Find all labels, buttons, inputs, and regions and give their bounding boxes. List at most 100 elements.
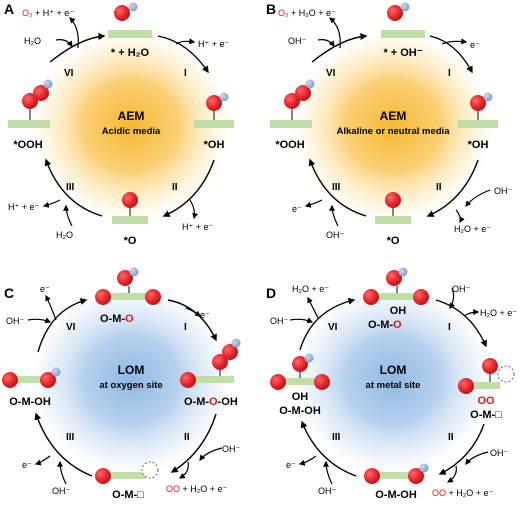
product-arrow	[69, 17, 79, 49]
panel-d: D LOM at metal site OH O-M-O OO O-M-□	[266, 267, 517, 501]
panel-letter: B	[266, 1, 276, 17]
panel-c: C LOM at oxygen site O-M-O O-M-O-OH	[2, 267, 241, 501]
species-bottom: O-M-□	[95, 461, 159, 501]
species-left: O-M-OH	[2, 367, 61, 408]
species-left: OH O-M-OH	[270, 353, 330, 417]
reactant-arrow	[199, 447, 223, 461]
reactant-label: OH⁻	[288, 36, 307, 46]
glow-background	[26, 282, 236, 478]
svg-text:*OH: *OH	[468, 139, 489, 151]
species-label: O-M-O-OH	[184, 396, 238, 408]
product-arrow	[463, 309, 480, 317]
product-label: H⁺ + e⁻	[8, 202, 40, 212]
reactant-arrow	[27, 317, 52, 324]
product-arrow	[34, 455, 51, 466]
mechanism-title: AEM	[380, 109, 407, 123]
product-label: OO + H₂O + e⁻	[432, 488, 494, 498]
product-arrow	[298, 455, 317, 466]
product-arrow	[329, 17, 341, 49]
species-bottom: *O	[375, 192, 411, 247]
product-label: e⁻	[22, 460, 32, 470]
reactant-arrow	[465, 451, 489, 465]
step-label: I	[448, 68, 451, 79]
reactant-arrow	[63, 204, 73, 227]
svg-text:OH: OH	[292, 391, 309, 403]
reactant-label: H₂O	[56, 230, 73, 240]
mechanism-subtitle: at metal site	[366, 380, 421, 391]
mechanism-title: LOM	[380, 363, 407, 377]
glow-background	[288, 26, 498, 226]
species-top: O-M-O	[95, 267, 161, 325]
product-arrow	[185, 307, 201, 317]
product-label: H₂O + e⁻	[292, 284, 329, 294]
reactant-arrow	[323, 460, 333, 485]
product-arrow	[455, 209, 465, 224]
product-label: H₂O + e⁻	[480, 308, 517, 318]
product-arrow	[42, 199, 61, 208]
product-label: O₂ + H₂O + e⁻	[278, 8, 336, 18]
svg-text:*OOH: *OOH	[13, 139, 42, 151]
species-right: OO O-M-□	[458, 358, 515, 421]
species-left: *OOH	[270, 79, 315, 151]
reactant-label: OH⁻	[222, 444, 241, 454]
product-arrow	[304, 199, 323, 208]
svg-text:* + H₂O: * + H₂O	[111, 47, 150, 59]
species-label: O-M-O	[100, 313, 134, 325]
step-label: I	[448, 322, 451, 333]
step-arrow	[157, 35, 209, 74]
step-arrow	[34, 412, 93, 477]
step-arrow	[438, 423, 485, 475]
species-label: O-M-O	[368, 319, 402, 331]
mechanism-subtitle: Acidic media	[102, 126, 161, 137]
product-label: e⁻	[200, 310, 210, 320]
step-label: III	[332, 182, 341, 193]
product-label: e⁻	[470, 40, 480, 50]
product-arrow	[178, 461, 189, 479]
product-label: e⁻	[292, 204, 302, 214]
svg-text:O-M-OH: O-M-OH	[375, 489, 417, 501]
reactant-arrow	[57, 460, 67, 485]
svg-text:O-M-OH: O-M-OH	[279, 405, 321, 417]
product-arrow	[307, 296, 319, 319]
step-label: III	[66, 432, 75, 443]
product-label: OO + H₂O + e⁻	[166, 484, 228, 494]
step-label: VI	[328, 322, 338, 333]
step-label: III	[66, 182, 75, 193]
step-arrow	[435, 299, 487, 348]
species-right: *OH	[458, 92, 498, 151]
species-top: * + H₂O	[108, 2, 152, 59]
step-arrow	[162, 159, 215, 217]
panel-b: B AEM Alkaline or neutral media * + OH⁻ …	[266, 1, 513, 247]
svg-text:* + OH⁻: * + OH⁻	[383, 47, 422, 59]
product-label: e⁻	[286, 460, 296, 470]
panel-letter: A	[4, 1, 14, 17]
reactant-arrow	[329, 204, 339, 227]
species-right: *OH	[194, 92, 234, 151]
step-arrow	[170, 413, 217, 473]
step-label: VI	[66, 322, 76, 333]
step-label: VI	[326, 68, 336, 79]
product-arrow	[45, 294, 57, 321]
step-label: I	[184, 68, 187, 79]
svg-text:O-M-□: O-M-□	[470, 409, 502, 421]
species-right: O-M-O-OH	[180, 338, 241, 408]
product-arrow	[175, 38, 196, 45]
svg-text:O-M-□: O-M-□	[112, 489, 144, 501]
step-arrow	[426, 159, 479, 217]
species-bottom: *O	[112, 192, 148, 247]
glow-background	[26, 26, 236, 226]
species-top: * + OH⁻	[381, 2, 425, 59]
svg-text:O-M-OH: O-M-OH	[9, 396, 51, 408]
reactant-arrow	[465, 189, 491, 207]
reactant-label: H₂O	[24, 36, 41, 46]
reactant-arrow	[317, 39, 335, 47]
product-label: H⁺ + e⁻	[198, 39, 230, 49]
product-arrow	[441, 38, 468, 45]
reactant-arrow	[55, 39, 73, 47]
species-bottom: O-M-OH	[364, 463, 429, 501]
product-label: O₂ + H⁺ + e⁻	[22, 8, 74, 18]
species-top: OH O-M-O	[363, 267, 429, 331]
reactant-label: OH⁻	[494, 186, 513, 196]
panel-letter: D	[266, 285, 276, 301]
